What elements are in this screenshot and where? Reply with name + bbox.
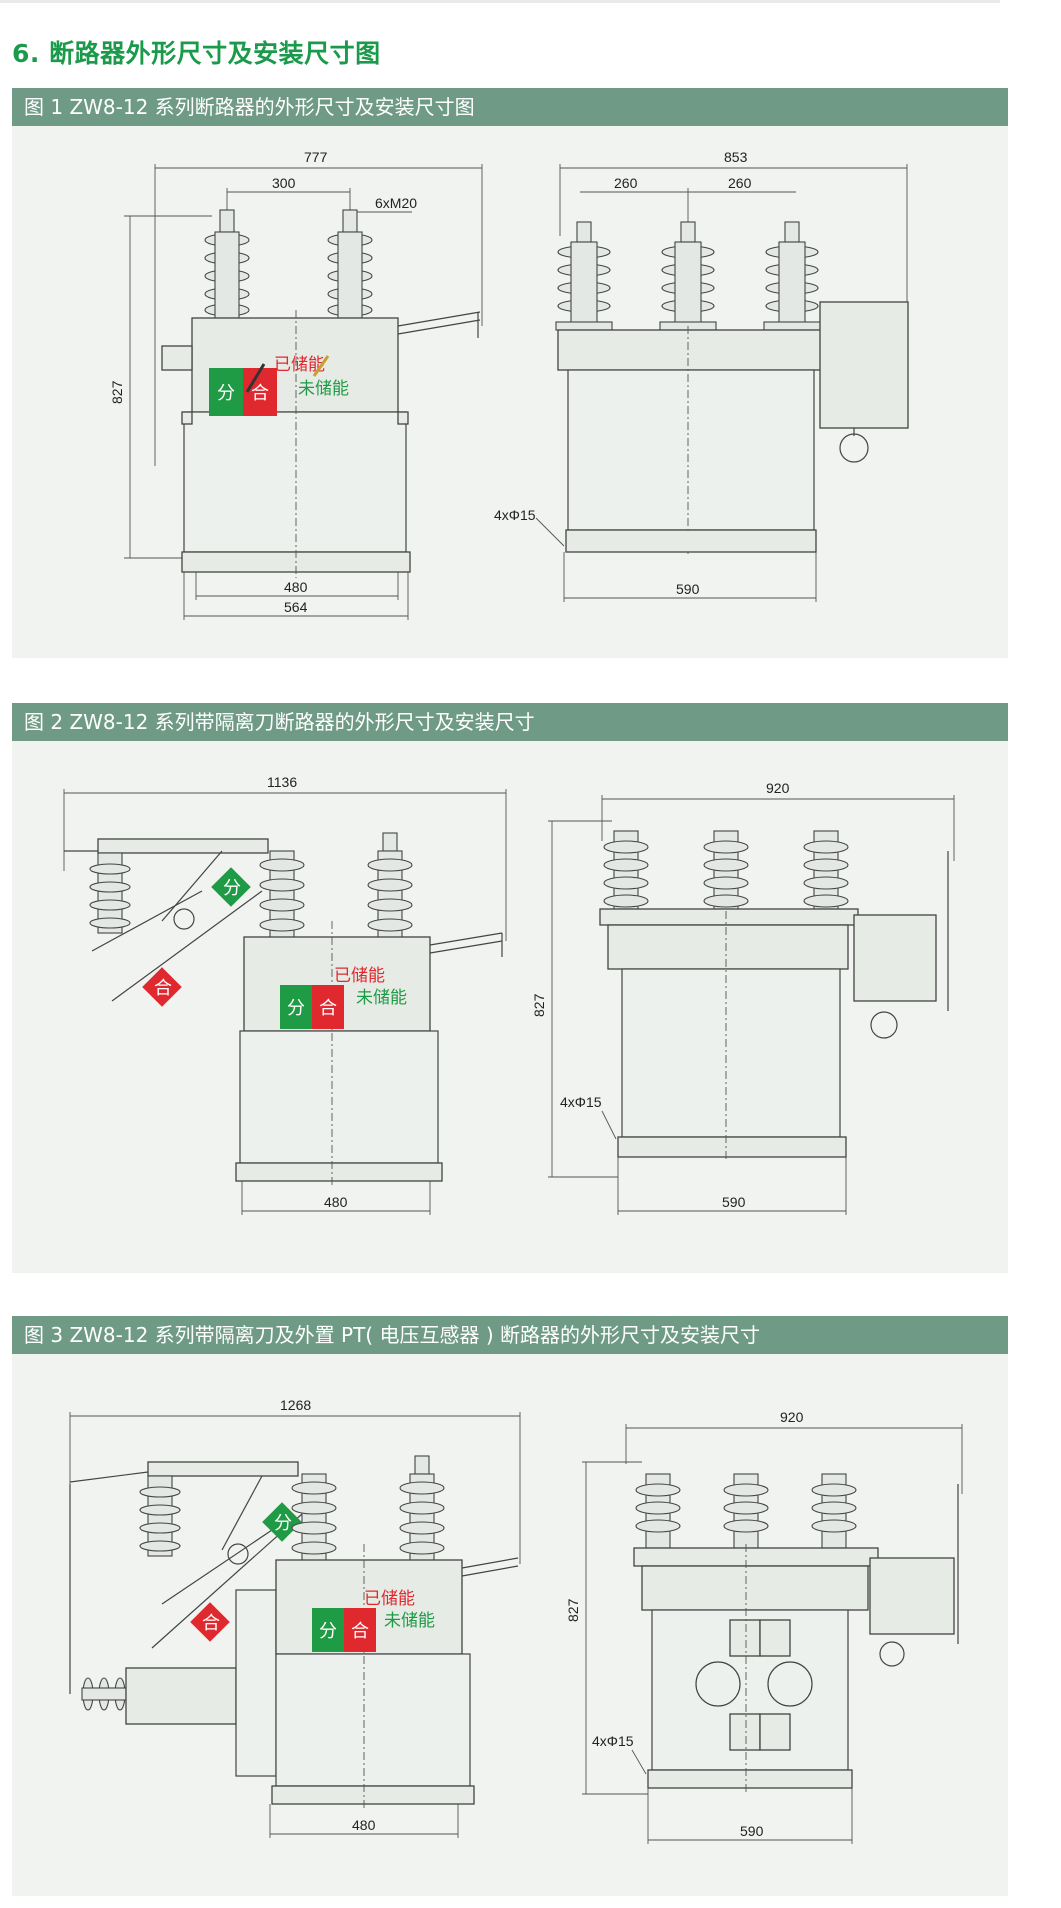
dim-bolt: 6xM20 (375, 195, 417, 211)
dim-853: 853 (724, 149, 748, 165)
figure-2-drawing: 1136 分 合 (63, 774, 955, 1215)
figure-1-panel: 图 1 ZW8-12 系列断路器的外形尺寸及安装尺寸图 777 300 6xM2… (12, 88, 1008, 658)
figure-2-panel: 图 2 ZW8-12 系列带隔离刀断路器的外形尺寸及安装尺寸 1136 (12, 703, 1008, 1273)
flag-close-label: 合 (202, 1613, 220, 1633)
figure-1-drawing: 777 300 6xM20 827 (109, 149, 909, 620)
section-title: 6. 断路器外形尺寸及安装尺寸图 (12, 39, 381, 68)
label-open: 分 (287, 998, 305, 1018)
label-stored: 已储能 (334, 966, 385, 985)
figure-1-caption: 图 1 ZW8-12 系列断路器的外形尺寸及安装尺寸图 (12, 88, 1008, 126)
label-open: 分 (319, 1621, 337, 1641)
open-button-icon (209, 368, 243, 416)
label-close: 合 (351, 1621, 369, 1641)
front-view-with-pt: 1268 分 合 (69, 1397, 521, 1838)
front-view: 777 300 6xM20 827 (109, 149, 483, 620)
dim-590: 590 (722, 1194, 746, 1210)
dim-300: 300 (272, 175, 296, 191)
dim-827: 827 (109, 380, 125, 404)
dim-260-b: 260 (728, 175, 752, 191)
dim-590: 590 (676, 581, 700, 597)
label-not-stored: 未储能 (384, 1611, 435, 1630)
dim-920: 920 (766, 780, 790, 796)
open-button-icon (280, 985, 312, 1029)
figure-2-caption: 图 2 ZW8-12 系列带隔离刀断路器的外形尺寸及安装尺寸 (12, 703, 1008, 741)
indicator-pointer-icon (245, 363, 266, 393)
top-divider (0, 0, 1000, 3)
dim-827: 827 (565, 1598, 581, 1622)
close-button-icon (344, 1608, 376, 1652)
dim-480: 480 (352, 1817, 376, 1833)
side-view: 853 260 260 (494, 149, 909, 602)
flag-open-icon (211, 867, 251, 907)
dim-260-a: 260 (614, 175, 638, 191)
close-button-icon (312, 985, 344, 1029)
label-stored: 已储能 (364, 1589, 415, 1608)
dim-holes: 4xΦ15 (560, 1094, 602, 1110)
figure-3-panel: 图 3 ZW8-12 系列带隔离刀及外置 PT( 电压互感器 ) 断路器的外形尺… (12, 1316, 1008, 1896)
dim-holes: 4xΦ15 (592, 1733, 634, 1749)
label-close: 合 (251, 383, 269, 403)
flag-close-icon (142, 967, 182, 1007)
side-view-with-pt: 920 827 (565, 1409, 963, 1844)
dim-590: 590 (740, 1823, 764, 1839)
label-close: 合 (319, 998, 337, 1018)
dim-1136: 1136 (267, 774, 297, 790)
front-view-with-disconnector: 1136 分 合 (63, 774, 507, 1215)
flag-open-label: 分 (223, 878, 241, 898)
figure-3-drawing: 1268 分 合 (69, 1397, 963, 1844)
dim-holes: 4xΦ15 (494, 507, 536, 523)
dim-827: 827 (531, 993, 547, 1017)
energy-pointer-icon (312, 355, 330, 377)
dim-564: 564 (284, 599, 308, 615)
dim-480: 480 (284, 579, 308, 595)
label-open: 分 (217, 383, 235, 403)
side-view: 920 827 (531, 780, 955, 1215)
label-not-stored: 未储能 (298, 379, 349, 398)
flag-open-label: 分 (274, 1513, 292, 1533)
dim-480: 480 (324, 1194, 348, 1210)
label-stored: 已储能 (274, 355, 325, 374)
open-button-icon (312, 1608, 344, 1652)
label-not-stored: 未储能 (356, 988, 407, 1007)
dim-920: 920 (780, 1409, 804, 1425)
figure-3-caption: 图 3 ZW8-12 系列带隔离刀及外置 PT( 电压互感器 ) 断路器的外形尺… (12, 1316, 1008, 1354)
dim-1268: 1268 (280, 1397, 311, 1413)
flag-close-label: 合 (154, 978, 172, 998)
dim-777: 777 (304, 149, 328, 165)
